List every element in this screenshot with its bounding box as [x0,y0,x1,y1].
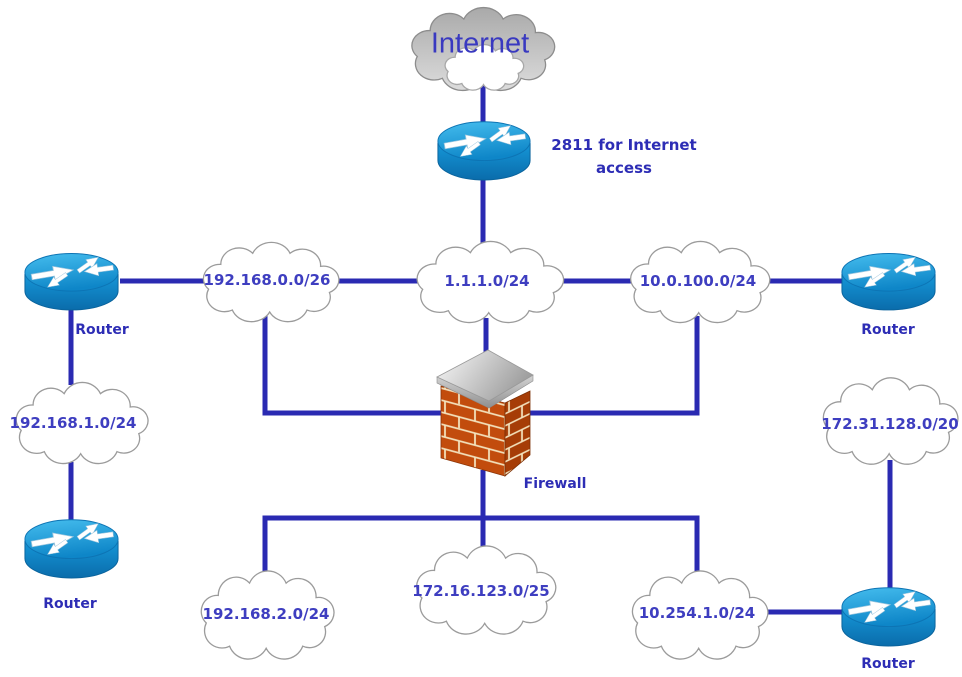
net-label-192-168-2-0-24: 192.168.2.0/24 [202,605,330,623]
net-label-10-0-100-0-24: 10.0.100.0/24 [639,272,757,290]
router-bottom-right-icon [842,587,935,646]
firewall-icon [436,349,534,477]
router-left-icon [25,253,118,310]
net-label-10-254-1-0-24: 10.254.1.0/24 [638,604,756,622]
router-2811-label: 2811 for Internet access [551,135,697,177]
router-right-label: Router [861,322,915,338]
internet-label: Internet [430,27,530,60]
router-bottom-right-label: Router [861,656,915,672]
router-2811-icon [438,121,530,180]
net-label-192-168-1-0-24: 192.168.1.0/24 [9,414,137,432]
net-label-172-16-123-0-25: 172.16.123.0/25 [412,582,550,600]
firewall-label: Firewall [523,476,587,492]
router-bottom-left-label: Router [43,596,97,612]
router-right-icon [842,253,935,310]
net-label-1-1-1-0-24: 1.1.1.0/24 [444,272,530,290]
router-left-label: Router [75,322,129,338]
link-firewall-lower [262,515,700,575]
net-label-172-31-128-0-20: 172.31.128.0/20 [821,415,959,433]
net-label-192-168-0-0-26: 192.168.0.0/26 [203,271,331,289]
router-bottom-left-icon [25,519,118,578]
